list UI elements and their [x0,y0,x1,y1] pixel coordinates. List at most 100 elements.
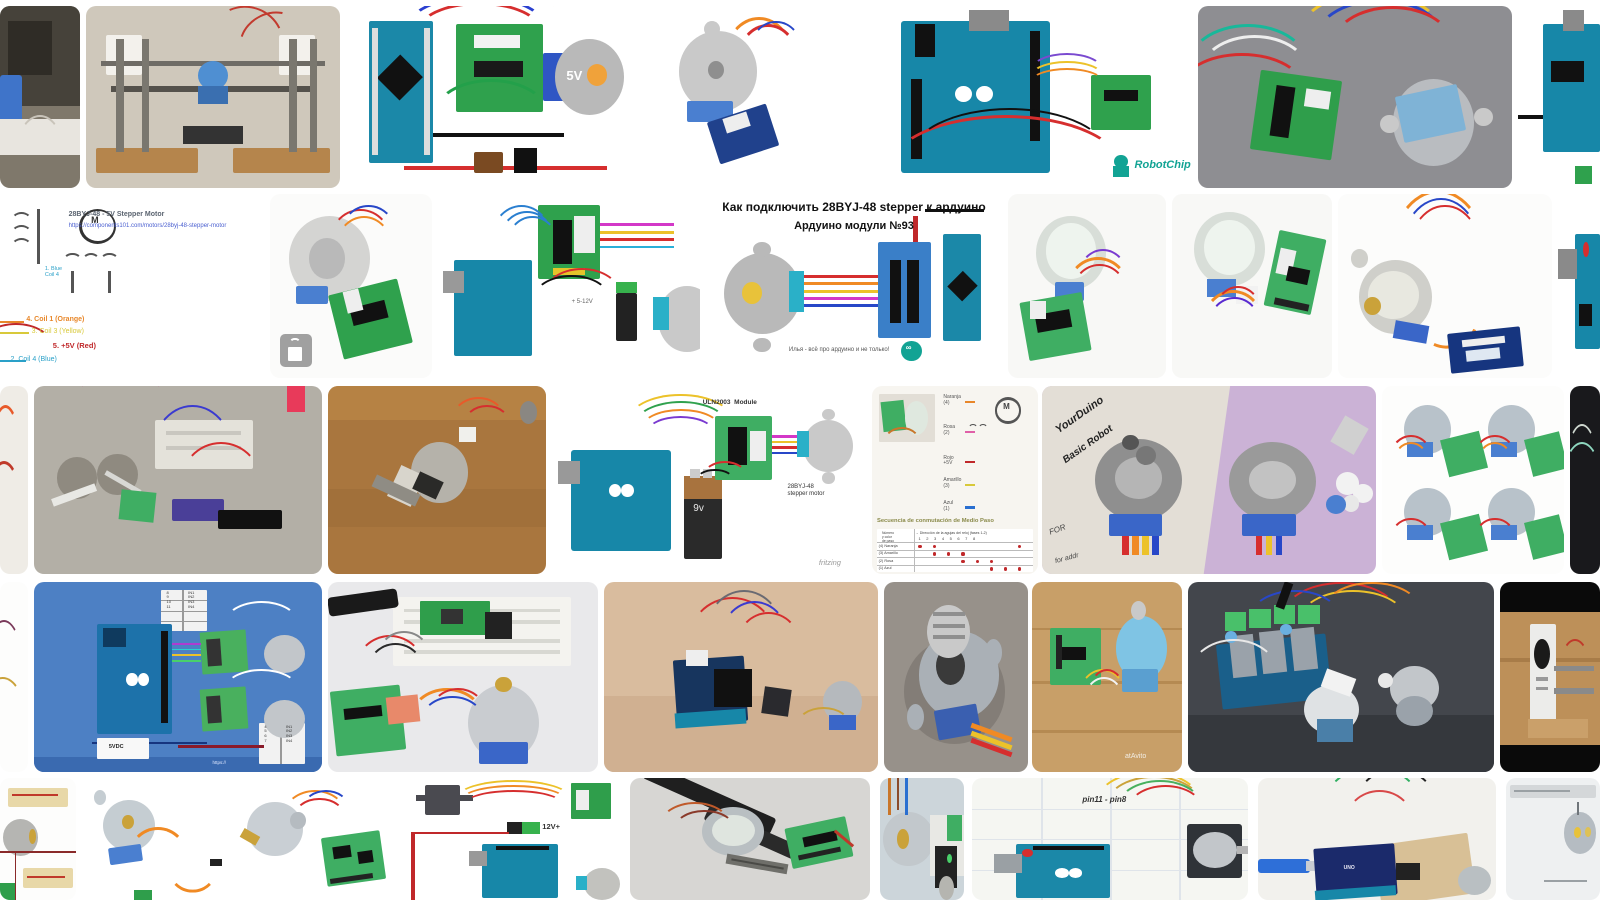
image-result-motor-blue-board-photo[interactable] [1338,194,1552,378]
decor-shape [1104,89,1138,101]
image-result-motor-green-board-photo[interactable] [238,778,392,900]
image-result-pin11-pin8-diagram[interactable]: pin11 - pin8 [972,778,1248,900]
pin-table-pins: 8 9 10 11 [166,589,171,609]
wire [771,434,797,438]
image-result-avito-listing-photo[interactable]: atAvito [1032,582,1182,772]
decor-shape [8,20,52,76]
grid-line [1179,778,1182,900]
decor-shape [357,850,375,865]
image-result-nano-uln2003-diagram[interactable]: 5V [346,6,636,188]
image-result-driver-taped-motor-photo[interactable] [1198,6,1512,188]
image-result-uno-stepper-desk-photo[interactable] [604,582,878,772]
robot-eye [1584,826,1591,837]
image-result-uno-wire-loops-photo[interactable]: UNO [1258,778,1496,900]
image-result-servo-12v-diagram[interactable]: 12V+ [398,778,620,900]
wire [464,790,563,817]
fan [1534,639,1550,670]
decor-shape [889,260,902,323]
decor-shape [16,115,64,188]
wire [771,440,797,444]
decor-shape [495,677,512,693]
arduino-logo [955,86,973,103]
result-title: 28BYJ-48 - 5V Stepper Motor [68,210,165,218]
image-result-four-motor-kits-photo[interactable] [1382,386,1564,574]
decor-shape [280,722,282,765]
image-result-breadboard-two-steppers-photo[interactable] [34,386,322,574]
decor-shape [12,793,58,797]
decor-shape [896,829,909,849]
decor-shape [160,631,168,723]
image-result-webpage-robot-screenshot[interactable] [1506,778,1600,900]
image-result-pico-breadboard-photo[interactable] [328,582,598,772]
coil [10,225,32,243]
gear [1135,446,1156,465]
motor-symbol: M [91,215,99,226]
image-result-diy-machine-photo[interactable] [86,6,340,188]
image-result-uno-uln2003-fritzing[interactable]: + 5-12V [438,194,700,378]
image-result-motor-board-photo[interactable] [1172,194,1332,378]
wire [433,133,564,138]
decor-shape [1380,115,1399,134]
decor-shape [289,38,297,152]
video-title: Как подключить 28BYJ-48 stepper к ардуин… [722,199,986,214]
image-result-dark-cropped[interactable] [1570,386,1600,574]
stepper-motor [803,419,854,473]
decor-shape [1316,718,1354,742]
wire [1560,639,1590,696]
wire [888,778,891,815]
image-result-motor-driver-photo[interactable] [642,6,848,188]
image-result-video-thumb-machine[interactable] [1500,582,1600,772]
wire [224,601,299,647]
image-result-cropped-wires[interactable] [0,386,28,574]
image-result-uno-cropped-edge[interactable] [1558,194,1600,378]
decor-shape [727,427,747,465]
decor-shape [209,858,222,866]
wire [0,851,76,854]
barrel-jack [616,293,638,342]
wire [1198,24,1312,115]
wood-base [233,147,330,174]
decor-shape [586,64,607,87]
robot-eye [1573,826,1582,838]
decor-shape [141,38,150,152]
wire [771,446,797,449]
power-terminal [616,282,638,294]
image-result-cropped-wire-loop[interactable] [0,582,28,772]
decor-shape [741,282,763,305]
image-result-motor-board-photo[interactable] [1008,194,1166,378]
decor-shape [1583,241,1590,257]
usb-port [469,851,487,866]
image-result-workshop-photo[interactable] [0,6,80,188]
stepper-motor [1457,865,1492,896]
avito-watermark: atAvito [1125,753,1147,760]
image-result-uno-diagram-cropped[interactable] [1518,6,1600,188]
decor-shape [753,241,772,257]
decor-shape [1018,567,1022,571]
pin-table-ins: IN1 IN2 IN3 IN4 [188,589,195,609]
coil [968,423,979,435]
blue-part [0,75,23,123]
connector [1242,513,1296,537]
image-result-russian-video-thumbnail[interactable]: Как подключить 28BYJ-48 stepper к ардуин… [706,194,1002,378]
image-result-leadscrew-stepper-wood-photo[interactable] [328,386,546,574]
wire [542,267,622,323]
image-result-uno-driver-diagram-robotchip[interactable]: RobotChip [854,6,1192,188]
image-result-product-photo-shoppable[interactable] [270,194,432,378]
image-result-driver-stack-photo[interactable] [1188,582,1494,772]
wire [460,785,567,817]
decor-shape [473,151,503,174]
image-result-cropped-diagram[interactable] [0,778,76,900]
driver-board [1523,513,1564,560]
image-result-pulley-stepper-photo[interactable] [884,582,1028,772]
image-result-lever-arm-stepper-photo[interactable] [630,778,870,900]
decor-shape [932,635,965,639]
image-result-stepper-orange-wire-photo[interactable] [82,778,234,900]
decor-shape [424,27,431,156]
wire [896,778,900,810]
image-result-closeup-motor-boards-photo[interactable] [880,778,964,900]
